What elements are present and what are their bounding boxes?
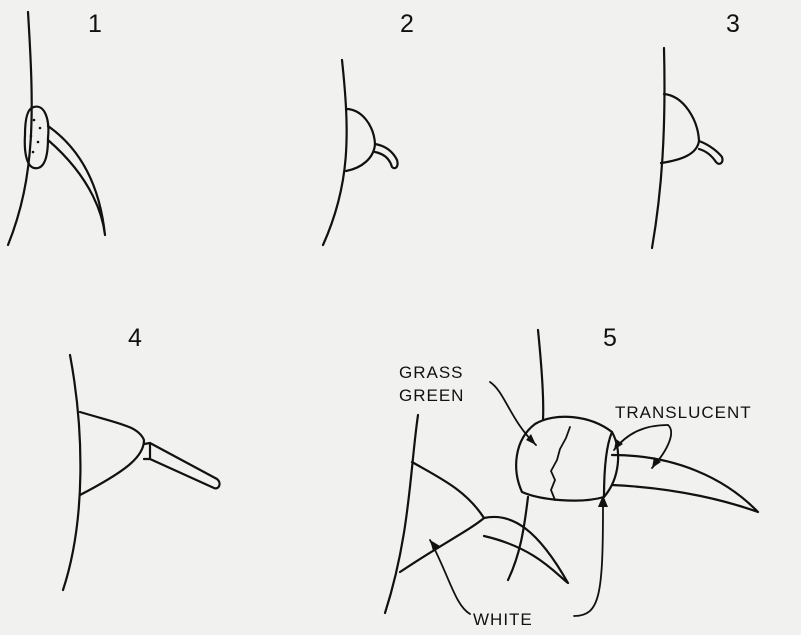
figure-5-left-spine [484, 517, 568, 583]
figure-5-translucent-leader-1 [614, 425, 668, 450]
figure-3-spine [699, 141, 722, 164]
label-white: WHITE [473, 610, 533, 629]
label-green: GREEN [399, 386, 464, 405]
figure-5-left-cushion [400, 462, 484, 572]
figure-2-cushion [346, 109, 375, 171]
figure-4-stem [63, 355, 80, 590]
figure-2-spine [375, 144, 398, 168]
figure-5-white-leader-right [574, 505, 603, 616]
figure-1-stem [8, 12, 32, 245]
figure-number-4: 4 [128, 324, 142, 352]
figure-5-right-stem-bottom [508, 497, 528, 580]
figure-5-left-stem [385, 415, 418, 613]
figure-5-grass-green-leader [490, 382, 536, 445]
figure-5-white-leader-left [430, 540, 470, 614]
figure-number-2: 2 [400, 10, 414, 38]
figure-4-drawing [63, 355, 220, 590]
figure-5-areole-division [551, 427, 570, 500]
figure-1-spine [48, 126, 105, 235]
figure-number-1: 1 [88, 10, 102, 38]
figure-number-5: 5 [603, 324, 617, 352]
figure-5-white-arrowhead-right [598, 495, 608, 507]
figure-3-stem [652, 48, 665, 248]
label-grass: GRASS [399, 363, 464, 382]
figure-2-stem [323, 60, 347, 245]
figure-1-drawing [8, 12, 105, 245]
figure-3-drawing [652, 48, 722, 248]
figure-5-right-spine [612, 455, 758, 512]
figure-5-white-arrowhead-left [430, 540, 440, 551]
figure-4-spine [144, 443, 220, 488]
figure-number-3: 3 [726, 10, 740, 38]
figure-4-cushion [80, 412, 144, 495]
figure-3-cushion [661, 94, 699, 163]
figure-2-drawing [323, 60, 398, 245]
figure-5-areole-body [516, 417, 618, 501]
label-translucent: TRANSLUCENT [615, 403, 752, 422]
figure-5-right-stem-top [538, 330, 543, 420]
